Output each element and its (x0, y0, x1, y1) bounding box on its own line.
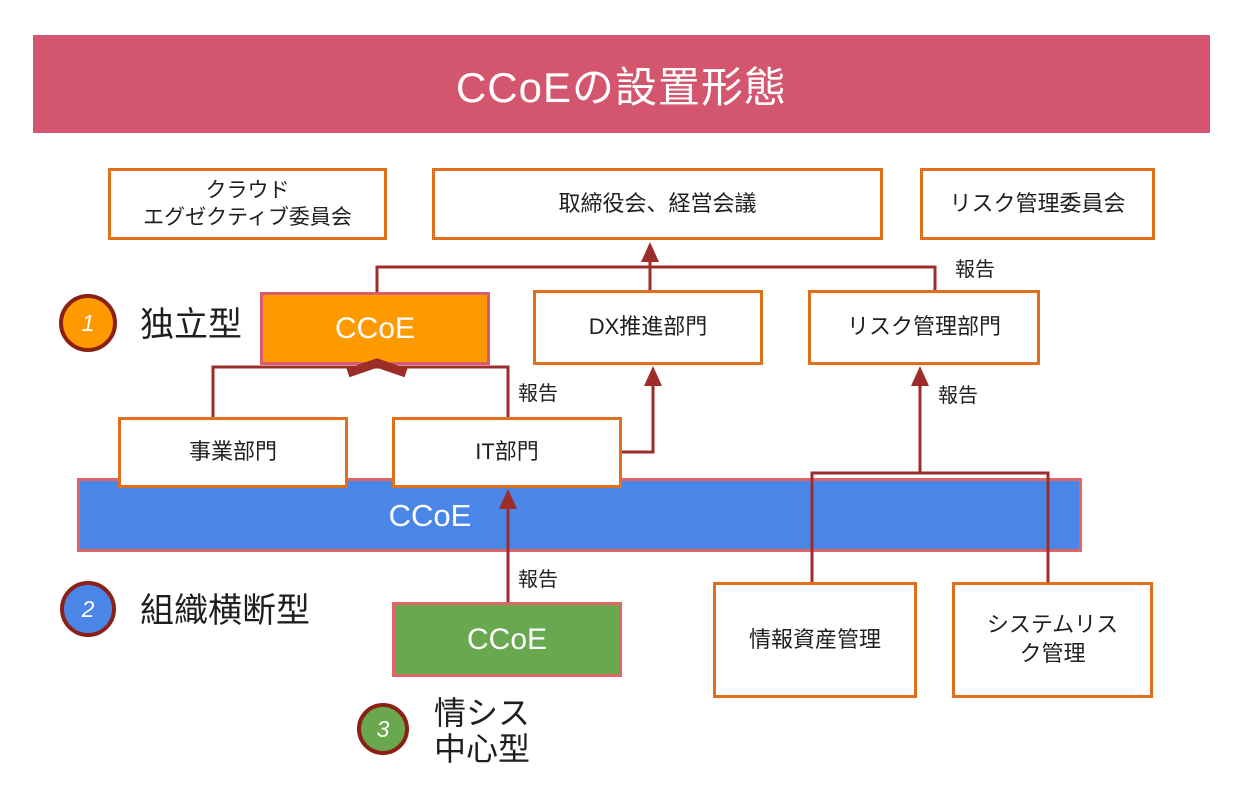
box-label: システムリス (986, 612, 1119, 638)
pattern-3-label: 情シス 中心型 (434, 695, 531, 768)
pattern-3-badge: 3 (357, 703, 409, 755)
box-label: 情報資産管理 (748, 626, 881, 652)
arrowhead-to-risk-dept (911, 366, 929, 386)
pattern-3-label-line1: 情シス (434, 695, 531, 731)
pattern-3-label-line2: 中心型 (434, 730, 531, 767)
bar-ccoe-label: CCoE (388, 498, 472, 533)
pattern-1-badge: 1 (59, 294, 117, 352)
report-label-bottom-depts: 報告 (938, 385, 978, 407)
box-ccoe-info-sys: CCoE (392, 602, 622, 677)
report-label-it-dept: 報告 (518, 383, 558, 405)
box-label: 取締役会、経営会議 (558, 190, 757, 216)
box-label: DX推進部門 (588, 314, 708, 340)
arrowhead-to-dx (644, 366, 662, 386)
box-label: リスク管理委員会 (949, 190, 1126, 216)
box-risk-management-committee: リスク管理委員会 (920, 168, 1155, 240)
box-label: IT部門 (475, 439, 539, 465)
pattern-1-label: 独立型 (140, 306, 242, 344)
pattern-number: 3 (376, 715, 390, 742)
report-label-risk-dept: 報告 (955, 259, 995, 281)
box-business-dept: 事業部門 (118, 417, 348, 488)
arrowhead-to-board (641, 242, 659, 262)
box-system-risk-management: システムリス ク管理 (952, 582, 1153, 698)
box-label: リスク管理部門 (846, 314, 1001, 340)
report-label-ccoe-info-sys: 報告 (518, 569, 558, 591)
connector-ccoe-risk-horizontal (375, 265, 937, 292)
pattern-2-label: 組織横断型 (140, 592, 310, 630)
box-dx-promotion-dept: DX推進部門 (533, 290, 763, 365)
box-it-dept: IT部門 (392, 417, 622, 488)
connector-it-to-dx (622, 383, 655, 454)
box-label: 事業部門 (188, 439, 277, 465)
page-title: CCoEの設置形態 (455, 63, 788, 111)
title-banner: CCoEの設置形態 (33, 35, 1210, 133)
box-label: エグゼクティブ委員会 (143, 206, 352, 229)
box-label: CCoE (466, 622, 548, 656)
box-label: CCoE (334, 311, 416, 345)
pattern-number: 2 (81, 595, 95, 622)
box-label: クラウド (205, 178, 290, 202)
box-board-of-directors: 取締役会、経営会議 (432, 168, 883, 240)
box-label: ク管理 (1019, 641, 1086, 666)
pattern-number: 1 (81, 309, 95, 336)
box-info-asset-management: 情報資産管理 (713, 582, 917, 698)
box-cloud-executive-committee: クラウド エグゼクティブ委員会 (108, 168, 387, 240)
box-ccoe-independent: CCoE (260, 292, 490, 365)
bar-ccoe-cross-org (77, 478, 1082, 552)
pattern-2-badge: 2 (60, 581, 116, 637)
box-risk-management-dept: リスク管理部門 (808, 290, 1040, 365)
connector-ccoe-brace (211, 365, 510, 417)
